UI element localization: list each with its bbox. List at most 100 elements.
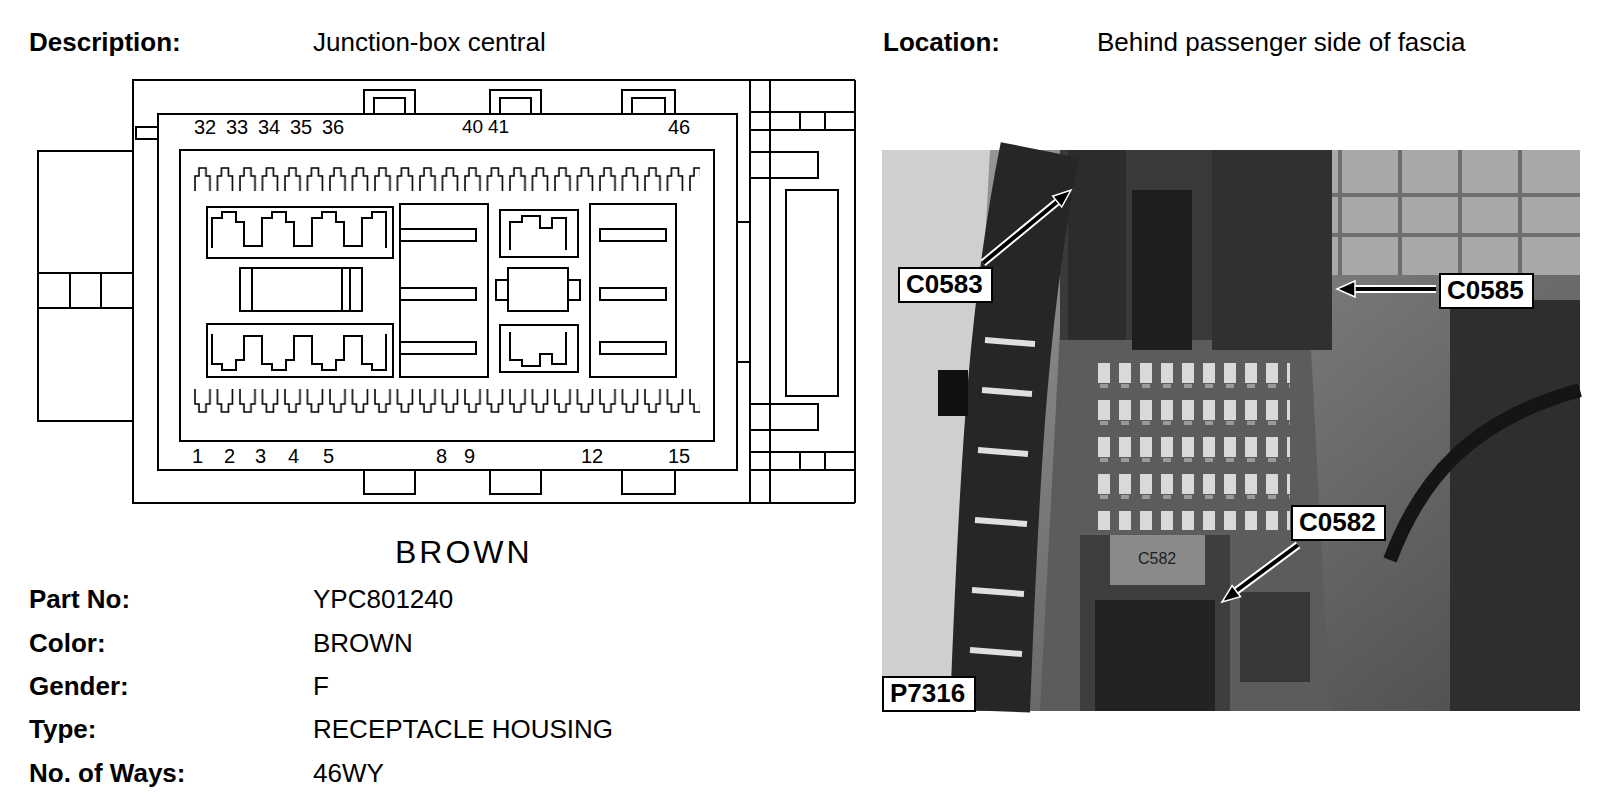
field-value: 46WY	[313, 759, 384, 789]
callout-box: P7316	[882, 676, 976, 712]
latch-clip	[622, 90, 675, 114]
field-value: BROWN	[313, 629, 413, 659]
frame-line	[750, 502, 855, 504]
clip-socket	[510, 216, 566, 250]
pin-number: 8	[436, 445, 447, 468]
callout-box: C0582	[1291, 505, 1386, 541]
side-rail	[750, 152, 818, 178]
fuse-bar	[349, 268, 351, 311]
field-value: Junction-box central	[313, 28, 546, 58]
field-label: Location:	[883, 28, 1000, 58]
blade-terminal	[400, 288, 476, 300]
harness-tape	[970, 340, 1035, 654]
arrowhead	[1337, 281, 1355, 297]
cable-tie	[938, 370, 968, 416]
pin-number: 34	[258, 116, 280, 139]
fuse-clips	[212, 334, 386, 370]
connector-housing	[1080, 535, 1230, 711]
frame-line	[750, 469, 855, 471]
location-photo	[882, 150, 1580, 711]
connector-housing	[1212, 150, 1332, 350]
relay-module	[590, 204, 676, 377]
frame-line	[824, 112, 826, 130]
housing-outline	[133, 80, 750, 503]
frame-line	[750, 111, 855, 113]
pin-number: 5	[323, 445, 334, 468]
connector-housing	[1110, 535, 1205, 585]
pin-number: 1	[192, 445, 203, 468]
side-rail	[737, 222, 750, 362]
leader-line	[1355, 285, 1436, 293]
photo-ground	[882, 150, 1580, 711]
clip-socket	[500, 210, 578, 257]
pin-number: 41	[488, 116, 509, 138]
latch-clip	[500, 98, 531, 114]
pin-number: 3	[255, 445, 266, 468]
field-label: Description:	[29, 28, 181, 58]
connector-id: C0582	[1299, 508, 1378, 537]
arrowhead	[1222, 586, 1241, 603]
band-divider	[69, 273, 71, 308]
fuse-bar	[251, 268, 253, 311]
center-socket	[496, 280, 508, 300]
connector-housing	[1132, 190, 1192, 350]
vent-grille	[1300, 150, 1580, 275]
callout-box: C0583	[898, 267, 993, 303]
connector-id: P7316	[890, 679, 968, 708]
pin-number: 35	[290, 116, 312, 139]
frame-line	[799, 452, 801, 470]
center-socket	[508, 268, 568, 311]
frame-line	[750, 129, 855, 131]
latch-clip	[364, 90, 415, 114]
callout-box: C0585	[1439, 273, 1534, 309]
terminal-row	[192, 388, 700, 415]
pin-number: 40	[462, 116, 483, 138]
leader-line	[983, 202, 1057, 263]
connector-id: C0583	[906, 270, 985, 299]
pin-number: 36	[322, 116, 344, 139]
frame-line	[750, 451, 855, 453]
field-label: Part No:	[29, 585, 130, 615]
field-value: YPC801240	[313, 585, 453, 615]
frame-line	[750, 79, 855, 81]
inner-housing	[158, 114, 737, 470]
housing-band	[38, 273, 133, 308]
color-caption: BROWN	[395, 534, 533, 571]
arrowhead	[1053, 190, 1071, 207]
leader-line	[1355, 287, 1436, 291]
fuse-box	[1040, 330, 1330, 711]
pin-number: 46	[668, 116, 690, 139]
clip-socket	[510, 332, 566, 366]
leader-line	[1236, 545, 1298, 591]
connector-housing	[1068, 150, 1126, 340]
pin-number: 12	[581, 445, 603, 468]
latch-clip	[374, 98, 405, 114]
cable	[1390, 390, 1580, 560]
latch-clip	[632, 98, 665, 114]
blade-terminal	[400, 229, 476, 241]
frame-line	[824, 452, 826, 470]
connector-id: C0585	[1447, 276, 1526, 305]
fuse-grid	[1095, 360, 1290, 530]
leader-line	[1236, 545, 1298, 591]
relay-module	[400, 204, 488, 377]
fuse-bar	[240, 268, 362, 311]
pin-number: 2	[224, 445, 235, 468]
fuse-module	[207, 207, 393, 258]
pin-number: 32	[194, 116, 216, 139]
frame-line	[799, 112, 801, 130]
frame-line	[854, 80, 856, 503]
field-label: Type:	[29, 715, 96, 745]
field-value: Behind passenger side of fascia	[1097, 28, 1466, 58]
clip-socket	[500, 325, 578, 372]
fuse-clips	[212, 212, 386, 248]
pin-number: 33	[226, 116, 248, 139]
band-divider	[100, 273, 102, 308]
blade-terminal	[600, 288, 666, 300]
pin-number: 15	[668, 445, 690, 468]
blade-terminal	[400, 342, 476, 354]
vent-grille	[1300, 150, 1580, 275]
housing-tab	[38, 151, 133, 421]
center-socket	[568, 280, 580, 300]
